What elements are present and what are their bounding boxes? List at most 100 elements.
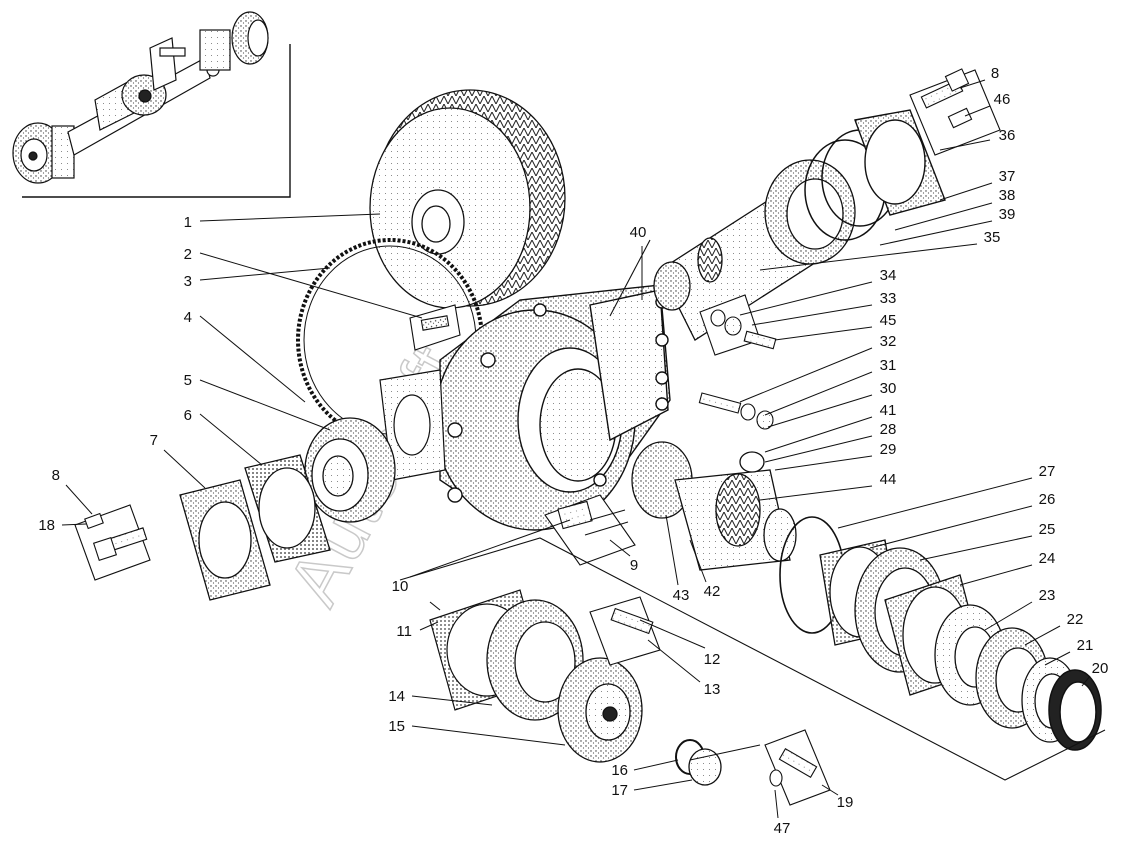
- callout-label-19: 19: [837, 794, 854, 811]
- callout-leader-13: [647, 639, 701, 683]
- callout-label-46: 46: [994, 91, 1011, 108]
- callout-leader-9: [609, 539, 631, 557]
- main-housing: [434, 284, 671, 531]
- callout-leader-31: [764, 371, 873, 416]
- callout-leader-42: [689, 539, 707, 583]
- callout-label-38: 38: [999, 187, 1016, 204]
- callout-label-10: 10: [392, 578, 409, 595]
- callout-leaders: [61, 79, 1091, 819]
- callout-leader-21: [1044, 651, 1071, 666]
- callout-label-24: 24: [1039, 550, 1056, 567]
- callout-label-7: 7: [150, 432, 158, 449]
- callout-leader-26: [869, 505, 1033, 549]
- callout-label-33: 33: [880, 290, 897, 307]
- callout-leader-6: [199, 413, 263, 466]
- callout-label-30: 30: [880, 380, 897, 397]
- callout-label-3: 3: [184, 273, 192, 290]
- callout-label-28: 28: [880, 421, 897, 438]
- callout-leader-2: [199, 252, 423, 319]
- callout-label-12: 12: [704, 651, 721, 668]
- callout-leader-39: [879, 220, 993, 246]
- callout-label-22: 22: [1067, 611, 1084, 628]
- callout-leader-10: [409, 519, 571, 578]
- callout-label-37: 37: [999, 168, 1016, 185]
- callout-label-6: 6: [184, 407, 192, 424]
- callout-label-47: 47: [774, 820, 791, 837]
- callout-leader-23: [984, 601, 1033, 631]
- callout-leader-25: [919, 535, 1033, 561]
- callout-label-5: 5: [184, 372, 192, 389]
- cover-36: [854, 109, 946, 216]
- callout-leader-16: [633, 759, 679, 771]
- seal-20: [1048, 669, 1102, 751]
- housing-side-flange: [379, 369, 446, 481]
- cover-plate-7: [179, 479, 271, 601]
- bearing-37: [764, 159, 856, 265]
- callout-leader-8: [65, 484, 93, 515]
- callout-leader-7: [163, 449, 206, 489]
- callout-leader-44: [759, 485, 873, 501]
- cap-15: [557, 657, 643, 763]
- stud-32: [698, 392, 774, 430]
- callout-leader-14: [411, 695, 493, 706]
- callout-label-17: 17: [611, 782, 628, 799]
- callout-leader-17: [633, 779, 693, 791]
- callout-leader-36: [939, 139, 991, 151]
- callout-leader-28: [764, 435, 873, 463]
- callout-label-2: 2: [184, 246, 192, 263]
- callout-leader-11: [419, 621, 439, 631]
- callout-leader-30: [767, 394, 873, 428]
- callout-label-8: 8: [52, 467, 60, 484]
- pinion-shaft-44: [631, 441, 797, 571]
- callout-label-18: 18: [38, 517, 55, 534]
- callout-leader-18: [61, 523, 87, 526]
- callout-label-20: 20: [1092, 660, 1109, 677]
- large-gear: [369, 89, 566, 309]
- callout-leader-45: [774, 326, 873, 341]
- callout-label-8: 8: [991, 65, 999, 82]
- callout-label-34: 34: [880, 267, 897, 284]
- callout-label-36: 36: [999, 127, 1016, 144]
- callout-leader-8: [959, 79, 986, 89]
- callout-leader-5: [199, 379, 331, 431]
- callout-leader-38: [894, 202, 993, 231]
- callout-leader-35: [759, 243, 978, 271]
- callout-label-15: 15: [388, 718, 405, 735]
- callout-leader-19: [821, 784, 839, 796]
- callout-leader-29: [774, 455, 873, 471]
- callout-label-4: 4: [184, 309, 192, 326]
- callout-leader-12: [639, 619, 706, 649]
- small-cover-17: [675, 739, 722, 786]
- callout-label-1: 1: [184, 214, 192, 231]
- callout-leader-46: [964, 105, 991, 117]
- callout-label-16: 16: [611, 762, 628, 779]
- callout-label-31: 31: [880, 357, 897, 374]
- bolt-8-right: [909, 68, 1001, 156]
- bolt-2: [409, 304, 461, 351]
- callout-label-25: 25: [1039, 521, 1056, 538]
- callout-label-21: 21: [1077, 637, 1094, 654]
- callout-label-44: 44: [880, 471, 897, 488]
- callout-label-39: 39: [999, 206, 1016, 223]
- callout-label-26: 26: [1039, 491, 1056, 508]
- callout-label-40: 40: [630, 224, 647, 241]
- callout-leader-32: [739, 347, 873, 403]
- nut-washer-33-34: [699, 294, 777, 356]
- callout-leader-43: [665, 514, 679, 586]
- callout-leader-27: [837, 477, 1033, 529]
- callout-label-45: 45: [880, 312, 897, 329]
- bolt-8-left: [74, 504, 151, 581]
- callout-leader-33: [751, 304, 873, 326]
- bearing-5: [304, 417, 396, 523]
- callout-label-11: 11: [396, 623, 412, 640]
- callout-label-14: 14: [388, 688, 405, 705]
- callout-leader-34: [739, 281, 873, 316]
- callout-label-43: 43: [673, 587, 690, 604]
- callout-label-9: 9: [630, 557, 638, 574]
- gasket-6: [244, 454, 331, 563]
- callout-label-29: 29: [880, 441, 897, 458]
- callout-label-35: 35: [984, 229, 1001, 246]
